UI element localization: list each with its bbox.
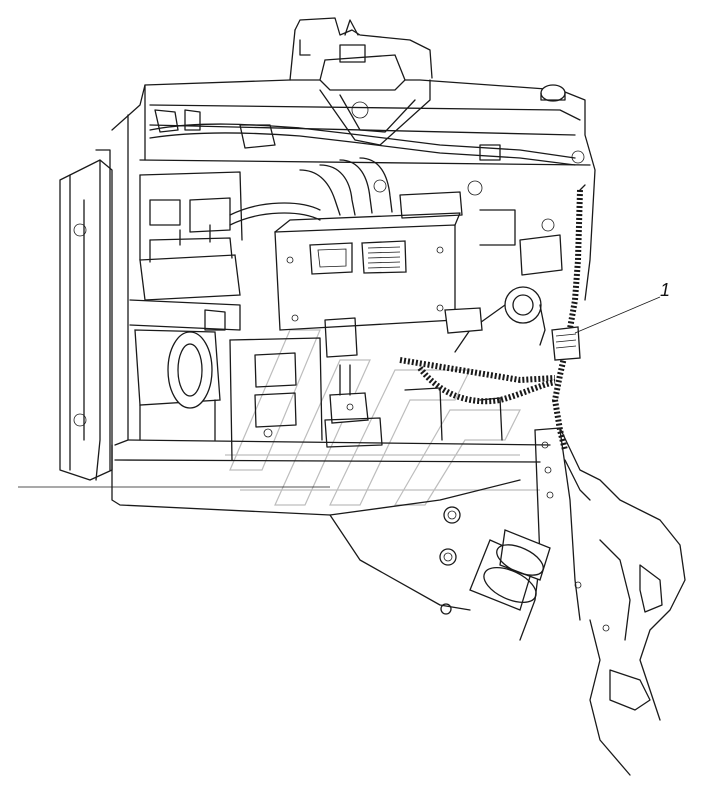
intake-manifold	[289, 17, 433, 146]
injector-pipes	[229, 157, 483, 226]
transmission-housing	[469, 427, 686, 776]
engine-block	[111, 79, 596, 611]
fuel-injection-pump	[129, 171, 243, 331]
callout-1: 1	[574, 280, 670, 334]
starter-motor	[134, 309, 226, 441]
watermark-logo	[225, 329, 540, 506]
flywheel-housing	[59, 149, 113, 481]
top-hoses	[149, 109, 585, 166]
connector-pins	[367, 246, 401, 269]
oil-pan-features	[439, 506, 461, 615]
wiring-harness	[399, 184, 591, 501]
ecu-control-unit	[274, 212, 461, 331]
lower-block-modules	[229, 317, 503, 461]
callout-label-1: 1	[660, 280, 670, 300]
fuel-filter	[444, 209, 563, 353]
oil-filler-cap	[540, 84, 566, 102]
